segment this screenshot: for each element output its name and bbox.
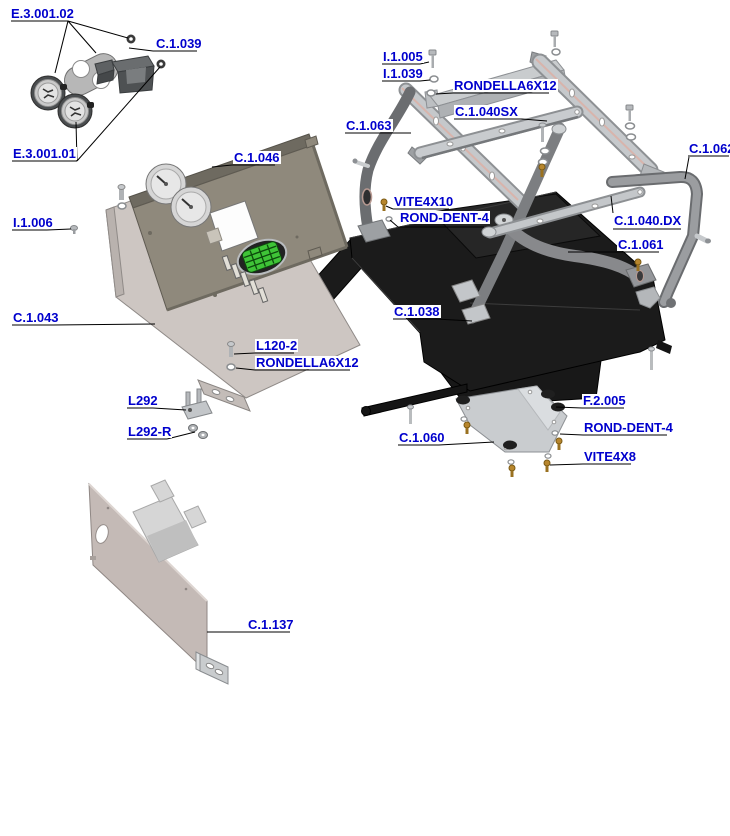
arm-c1063 <box>352 86 416 243</box>
screw-top-right <box>550 30 561 56</box>
chassis-body <box>349 191 672 407</box>
pressure-gauge-2 <box>57 93 94 129</box>
part-label-c-1-040-dx[interactable]: C.1.040.DX <box>613 213 683 228</box>
part-label-i-1-006[interactable]: I.1.006 <box>12 215 54 230</box>
plate-fasteners <box>460 416 563 477</box>
part-label-vite4x10[interactable]: VITE4X10 <box>393 194 455 209</box>
part-label-l120-2[interactable]: L120-2 <box>255 338 299 353</box>
screw-mid-right <box>624 104 637 141</box>
leader-line <box>419 79 431 82</box>
leader-line <box>211 164 233 168</box>
leader-line <box>52 323 156 326</box>
washer-i1039 <box>429 75 439 83</box>
part-label-e-3-001-01[interactable]: E.3.001.01 <box>12 146 77 161</box>
leader-line <box>419 61 430 65</box>
leader-line <box>152 407 187 411</box>
leader-line <box>54 20 69 74</box>
rail-c1040dx <box>481 186 646 239</box>
leader-line <box>385 205 394 210</box>
part-label-c-1-137[interactable]: C.1.137 <box>247 617 295 632</box>
part-label-l292-r[interactable]: L292-R <box>127 424 173 439</box>
part-label-i-1-005[interactable]: I.1.005 <box>382 49 424 64</box>
c1137-bracket <box>132 479 207 563</box>
gold-screw-center <box>538 163 546 177</box>
part-label-c-1-061[interactable]: C.1.061 <box>617 237 665 252</box>
leader-line <box>435 318 473 322</box>
frame-c1062 <box>606 170 711 309</box>
leader-line <box>67 20 129 39</box>
leader-line <box>76 66 161 162</box>
chassis-bottom-rail <box>361 346 655 424</box>
washers-l292r <box>188 424 208 439</box>
part-label-c-1-039[interactable]: C.1.039 <box>155 36 203 51</box>
leader-lines <box>11 20 729 633</box>
leader-line <box>67 20 97 54</box>
part-label-rondella6x12[interactable]: RONDELLA6X12 <box>255 355 360 370</box>
part-label-c-1-062[interactable]: C.1.062 <box>688 142 730 155</box>
part-label-rondella6x12[interactable]: RONDELLA6X12 <box>453 78 558 93</box>
screw-i1006 <box>70 225 78 234</box>
screw-i1005 <box>428 49 437 68</box>
leader-line <box>438 441 495 446</box>
part-label-i-1-039[interactable]: I.1.039 <box>382 66 424 81</box>
pin-center <box>537 122 551 166</box>
vent-slots <box>221 254 269 304</box>
panel-c1137 <box>88 479 229 685</box>
part-label-c-1-060[interactable]: C.1.060 <box>398 430 446 445</box>
gold-screw-right <box>634 258 642 271</box>
leader-line <box>235 367 256 371</box>
gold-screw-vite4x10 <box>380 198 393 222</box>
plate-c1060 <box>455 385 568 453</box>
rail-c1040sx <box>407 105 584 165</box>
screw-l120-2 <box>227 341 235 357</box>
part-label-c-1-043[interactable]: C.1.043 <box>12 310 60 325</box>
gauge-bracket <box>94 55 155 94</box>
leader-line <box>435 92 454 95</box>
panel-gauge-2 <box>170 186 212 228</box>
part-label-e-3-001-02[interactable]: E.3.001.02 <box>10 6 75 21</box>
pressure-gauge-1 <box>30 75 67 111</box>
part-label-l292[interactable]: L292 <box>127 393 159 408</box>
leader-line <box>46 228 72 231</box>
leader-line <box>128 47 154 52</box>
part-label-vite4x8[interactable]: VITE4X8 <box>583 449 638 464</box>
part-label-c-1-038[interactable]: C.1.038 <box>393 304 441 319</box>
leader-line <box>555 406 583 409</box>
leader-line <box>549 463 584 466</box>
leader-line <box>233 352 256 355</box>
display-keypad <box>236 238 288 276</box>
gauge-washer-2 <box>156 59 166 69</box>
part-label-rond-dent-4[interactable]: ROND-DENT-4 <box>583 420 674 435</box>
part-label-rond-dent-4[interactable]: ROND-DENT-4 <box>399 210 490 225</box>
panel-screw-top <box>117 184 127 210</box>
washer-rondella-top <box>426 89 436 97</box>
gauge-washer-1 <box>126 34 136 44</box>
leader-line <box>559 433 584 436</box>
leader-line <box>684 156 690 180</box>
bracket-l292 <box>181 388 213 420</box>
washer-rondella-bottom <box>226 363 236 371</box>
part-label-c-1-063[interactable]: C.1.063 <box>345 118 393 133</box>
part-label-f-2-005[interactable]: F.2.005 <box>582 393 627 408</box>
leader-line <box>610 195 614 214</box>
part-label-c-1-046[interactable]: C.1.046 <box>233 150 281 165</box>
c1137-foot-bracket <box>195 651 229 685</box>
rubber-feet-f2005 <box>456 389 565 450</box>
part-label-c-1-040sx[interactable]: C.1.040SX <box>454 104 519 119</box>
leader-line <box>389 219 399 228</box>
leader-line <box>521 118 548 122</box>
